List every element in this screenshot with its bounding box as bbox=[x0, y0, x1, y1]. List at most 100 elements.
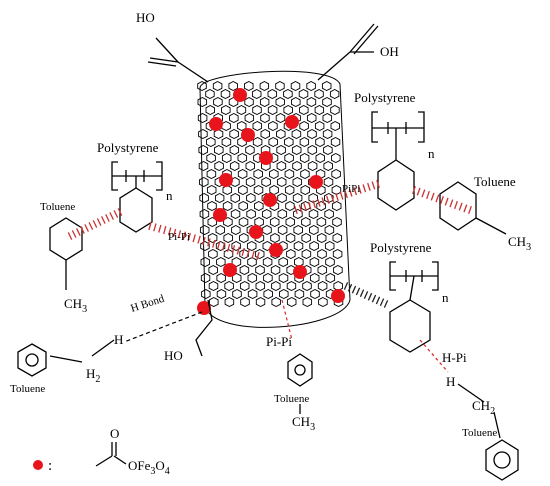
nanotube-hexagon bbox=[275, 96, 285, 108]
nanotube-hexagon bbox=[213, 128, 224, 140]
interaction-hatch bbox=[167, 227, 172, 236]
interaction-hatch bbox=[321, 197, 326, 206]
fe3o4-dot bbox=[223, 263, 237, 277]
nanotube-hexagon bbox=[306, 96, 317, 108]
nanotube-hexagon bbox=[255, 264, 265, 276]
nanotube-hexagon bbox=[324, 240, 335, 252]
interaction-hatch bbox=[444, 197, 449, 206]
interaction-hatch bbox=[359, 289, 365, 298]
nanotube-hexagon bbox=[299, 136, 310, 148]
toluene-right-label: Toluene bbox=[474, 174, 516, 189]
nanotube-hexagon bbox=[240, 296, 250, 308]
interaction-hatch bbox=[312, 200, 317, 209]
interaction-hatch bbox=[376, 180, 380, 188]
nanotube-hexagon bbox=[284, 136, 294, 148]
toluene-bottom-mid-label: Toluene bbox=[274, 393, 309, 405]
fe3o4-dot bbox=[309, 175, 323, 189]
fe3o4-dot bbox=[209, 117, 223, 131]
nanotube-hexagon bbox=[299, 152, 310, 164]
nanotube-hexagon bbox=[206, 168, 217, 180]
interaction-hatch bbox=[440, 195, 444, 205]
fe3o4-dot bbox=[213, 208, 227, 222]
nanotube-hexagon bbox=[223, 232, 233, 244]
nanotube-hexagon bbox=[230, 208, 241, 220]
nanotube-hexagon bbox=[199, 192, 209, 204]
ch3-right-label: CH3 bbox=[508, 234, 531, 253]
benzene-inner-circle bbox=[294, 364, 306, 376]
nanotube-hexagon bbox=[262, 256, 273, 268]
oh-top-label: OH bbox=[380, 44, 399, 59]
nanotube-hexagon bbox=[200, 256, 210, 268]
interaction-hatch bbox=[148, 221, 152, 231]
interaction-hatch bbox=[355, 287, 361, 296]
interaction-hatch bbox=[348, 188, 353, 197]
nanotube-hexagon bbox=[276, 176, 287, 188]
h2-left-label: H2 bbox=[86, 366, 100, 385]
nanotube-hexagon bbox=[292, 192, 303, 204]
toluene-left: Toluene CH3 bbox=[40, 201, 87, 315]
h-right-label: H bbox=[446, 374, 455, 389]
ho-top-label: HO bbox=[136, 10, 155, 25]
nanotube-hexagon bbox=[322, 112, 333, 124]
nanotube-hexagon bbox=[255, 280, 266, 292]
nanotube-hexagon bbox=[206, 152, 216, 164]
nanotube-hexagon bbox=[306, 80, 316, 92]
nanotube-hexagon bbox=[314, 120, 325, 132]
interaction-hatch bbox=[449, 199, 454, 208]
interaction-hatch bbox=[246, 249, 250, 258]
nanotube-hexagon bbox=[263, 272, 273, 284]
nanotube-hexagon bbox=[290, 80, 301, 92]
nanotube-hexagon bbox=[323, 144, 333, 156]
nanotube-hexagon bbox=[262, 240, 273, 252]
interaction-hatch bbox=[158, 224, 162, 233]
nanotube-hexagon bbox=[209, 296, 219, 308]
nanotube-hexagon bbox=[317, 248, 327, 260]
nanotube-hexagon bbox=[325, 272, 336, 284]
nanotube-hexagon bbox=[244, 112, 255, 124]
nanotube-hexagon bbox=[229, 112, 239, 124]
nanotube-hexagon bbox=[200, 240, 210, 252]
nanotube-hexagon bbox=[253, 184, 264, 196]
interaction-hatch bbox=[367, 182, 371, 191]
interaction-hatch bbox=[80, 226, 85, 234]
interaction-hatch bbox=[303, 203, 307, 212]
nanotube-hexagon bbox=[322, 128, 333, 140]
pipi-left-label: Pi-Pi bbox=[168, 231, 190, 243]
nanotube-hexagon bbox=[223, 248, 234, 260]
nanotube-hexagon bbox=[269, 216, 280, 228]
nanotube-hexagon bbox=[307, 128, 317, 140]
interaction-hatch bbox=[251, 250, 255, 259]
fe3o4-dot bbox=[285, 115, 299, 129]
interaction-hatch bbox=[231, 245, 236, 254]
nanotube-hexagon bbox=[239, 280, 250, 292]
nanotube-hexagon bbox=[276, 160, 287, 172]
ch2-right-label: CH2 bbox=[472, 398, 495, 417]
nanotube-hexagon bbox=[283, 104, 293, 116]
nanotube-hexagon bbox=[261, 208, 272, 220]
nanotube-hexagon bbox=[270, 232, 280, 244]
fe3o4-dots bbox=[197, 88, 345, 315]
nanotube-hexagon bbox=[207, 200, 217, 212]
nanotube-hexagon bbox=[259, 80, 270, 92]
nanotube-hexagon bbox=[283, 88, 293, 100]
nanotube-hexagon bbox=[199, 208, 210, 220]
nanotube-hexagon bbox=[299, 104, 309, 116]
nanotube-hexagon bbox=[197, 112, 208, 124]
interaction-hatch bbox=[241, 247, 245, 256]
nanotube-hexagon bbox=[246, 192, 256, 204]
n-right-bottom-label: n bbox=[442, 290, 449, 305]
polystyrene-left: Polystyrene n bbox=[97, 140, 173, 233]
interaction-hatch bbox=[76, 228, 81, 236]
nanotube-hexagon bbox=[221, 136, 232, 148]
nanotube-hexagon bbox=[276, 144, 286, 156]
interaction-hatch bbox=[207, 238, 211, 247]
nanotube-hexagon bbox=[260, 112, 270, 124]
interaction-hatch bbox=[412, 185, 416, 195]
benzene-ring bbox=[389, 299, 431, 353]
h-pi-interaction: H-Pi H CH2 Toluene bbox=[419, 339, 519, 481]
nanotube-hexagon bbox=[267, 104, 278, 116]
nanotube-hexagon bbox=[224, 280, 234, 292]
pipi-bottom-label: Pi-Pi bbox=[266, 334, 292, 349]
nanotube-hexagon bbox=[332, 232, 343, 244]
interaction-hatch bbox=[363, 291, 369, 299]
